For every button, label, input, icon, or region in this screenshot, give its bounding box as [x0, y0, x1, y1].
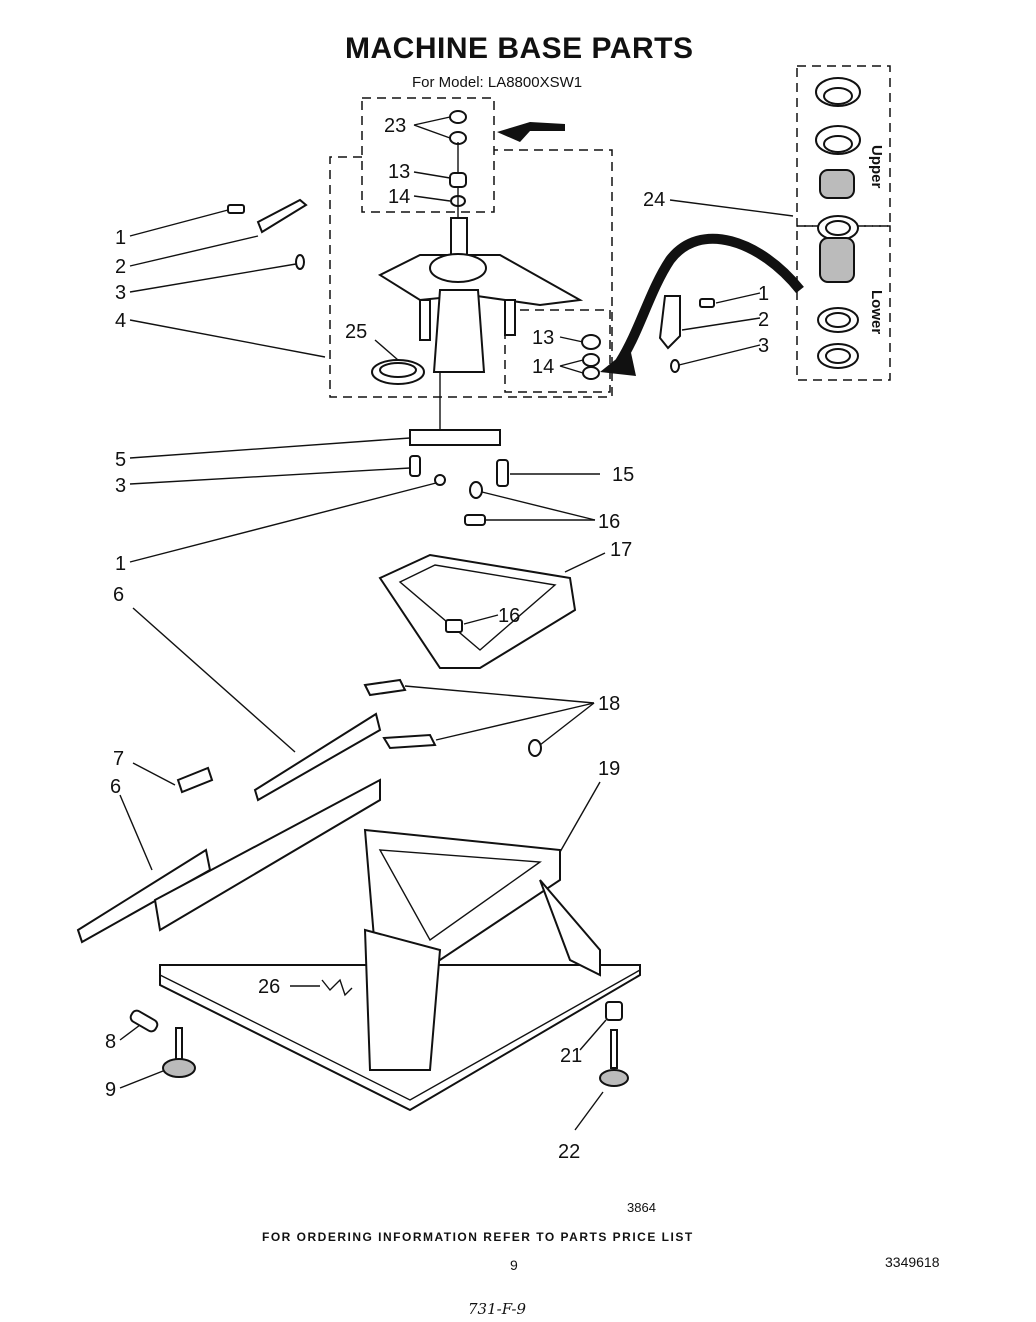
lower-bearing-set	[817, 237, 859, 369]
model-line: For Model: LA8800XSW1	[412, 74, 583, 91]
callout-21: 21	[560, 1045, 582, 1067]
callout-3a: 3	[115, 282, 126, 304]
bearing-13-inner	[581, 334, 601, 350]
callout-6a: 6	[113, 584, 124, 606]
clip-part-16	[445, 619, 463, 633]
callout-15: 15	[612, 464, 634, 486]
handwritten-note: 731-F-9	[468, 1300, 527, 1318]
bearing-group-box	[504, 309, 611, 393]
callout-1a: 1	[115, 227, 126, 249]
ordering-note: FOR ORDERING INFORMATION REFER TO PARTS …	[262, 1230, 694, 1244]
upper-bearing-box	[796, 65, 891, 227]
pin-part-8	[129, 1009, 159, 1033]
callout-8: 8	[105, 1031, 116, 1053]
callout-3c: 3	[115, 475, 126, 497]
callout-3b: 3	[758, 335, 769, 357]
transmission-assembly	[377, 217, 584, 373]
leader-lines	[119, 116, 794, 1131]
drawing-code: 3864	[627, 1200, 656, 1215]
callout-14a: 14	[388, 186, 410, 208]
callout-1c: 1	[115, 553, 126, 575]
callout-6b: 6	[110, 776, 121, 798]
bar-part-5	[409, 429, 509, 526]
callout-18: 18	[598, 693, 620, 715]
bearing-14-inner-a	[582, 353, 600, 367]
callout-13a: 13	[388, 161, 410, 183]
callout-1b: 1	[758, 283, 769, 305]
upper-label: Upper	[868, 145, 885, 189]
plate-part-18a	[363, 678, 407, 697]
callout-4: 4	[115, 310, 126, 332]
callout-19: 19	[598, 758, 620, 780]
callout-26: 26	[258, 976, 280, 998]
foot-part-9	[162, 1058, 196, 1078]
callout-22: 22	[558, 1141, 580, 1163]
foot-part-22	[599, 1069, 629, 1087]
callout-25: 25	[345, 321, 367, 343]
spring-part-7	[176, 766, 214, 794]
callout-5: 5	[115, 449, 126, 471]
callout-24: 24	[643, 189, 665, 211]
nut-part-21	[605, 1001, 623, 1021]
ring-part-25	[371, 359, 425, 385]
seal-group-box	[361, 97, 495, 213]
frame-part-17	[378, 553, 577, 669]
rail-part-6a	[253, 712, 382, 802]
curved-arrow-icon	[615, 233, 804, 365]
transmission-group-box	[329, 149, 613, 398]
base-frame-part-19	[153, 778, 641, 1112]
callout-13b: 13	[532, 327, 554, 349]
callout-16b: 16	[498, 605, 520, 627]
callout-2b: 2	[758, 309, 769, 331]
callout-2a: 2	[115, 256, 126, 278]
callout-7: 7	[113, 748, 124, 770]
part-number: 3349618	[885, 1254, 940, 1270]
bearing-14-inner-b	[582, 366, 600, 380]
callout-23: 23	[384, 115, 406, 137]
left-bracket-set	[227, 198, 308, 270]
arrow-head-icon	[600, 348, 636, 376]
upper-bearing-set	[815, 77, 861, 241]
callout-17: 17	[610, 539, 632, 561]
clip-part-26	[321, 978, 353, 997]
hook-part-18c	[528, 739, 542, 757]
lower-label: Lower	[868, 290, 885, 334]
top-arrow-icon	[497, 122, 565, 142]
plate-part-18b	[382, 733, 437, 750]
page-title: MACHINE BASE PARTS	[345, 32, 694, 65]
callout-16a: 16	[598, 511, 620, 533]
page-number: 9	[510, 1257, 518, 1273]
leg-bolt-part-22	[610, 1029, 618, 1069]
callout-9: 9	[105, 1079, 116, 1101]
right-bracket-set	[658, 295, 715, 373]
callout-14b: 14	[532, 356, 554, 378]
